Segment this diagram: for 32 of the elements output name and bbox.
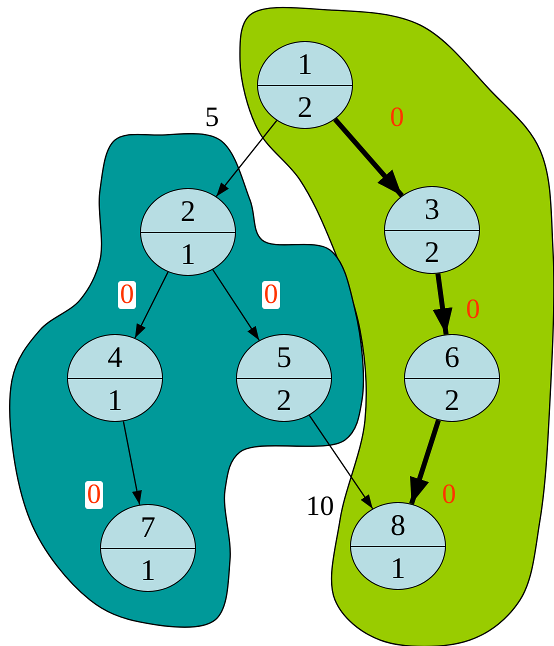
edge-label: 0 [85,481,103,509]
node-value: 2 [424,238,440,268]
node-value: 1 [296,50,314,80]
arrow [432,273,453,335]
edge-label: 0 [262,281,280,309]
node-value: 1 [140,556,156,586]
edge-label: 0 [442,481,456,509]
node-value: 1 [390,554,406,584]
arrow [212,269,260,341]
edge-label: 0 [118,281,136,309]
edge-label: 0 [390,104,404,132]
node-value: 4 [106,343,124,373]
arrow [122,421,142,505]
node-value: 8 [390,511,406,541]
arrow [409,419,441,505]
node-value: 1 [106,386,124,416]
node-value: 2 [180,197,196,227]
node-value: 2 [444,386,460,416]
arrow [333,118,404,198]
node-value: 2 [276,386,292,416]
node-value: 6 [444,343,460,373]
node-value: 7 [140,513,156,543]
arrow [308,415,374,509]
arrow [216,120,278,197]
node-value: 2 [296,93,314,123]
arrow [134,272,169,338]
node-value: 1 [180,240,196,270]
edge-label: 10 [306,493,334,521]
edge-label: 0 [466,296,480,324]
node-value: 3 [424,195,440,225]
edge-label: 5 [205,104,219,132]
node-value: 5 [276,343,292,373]
